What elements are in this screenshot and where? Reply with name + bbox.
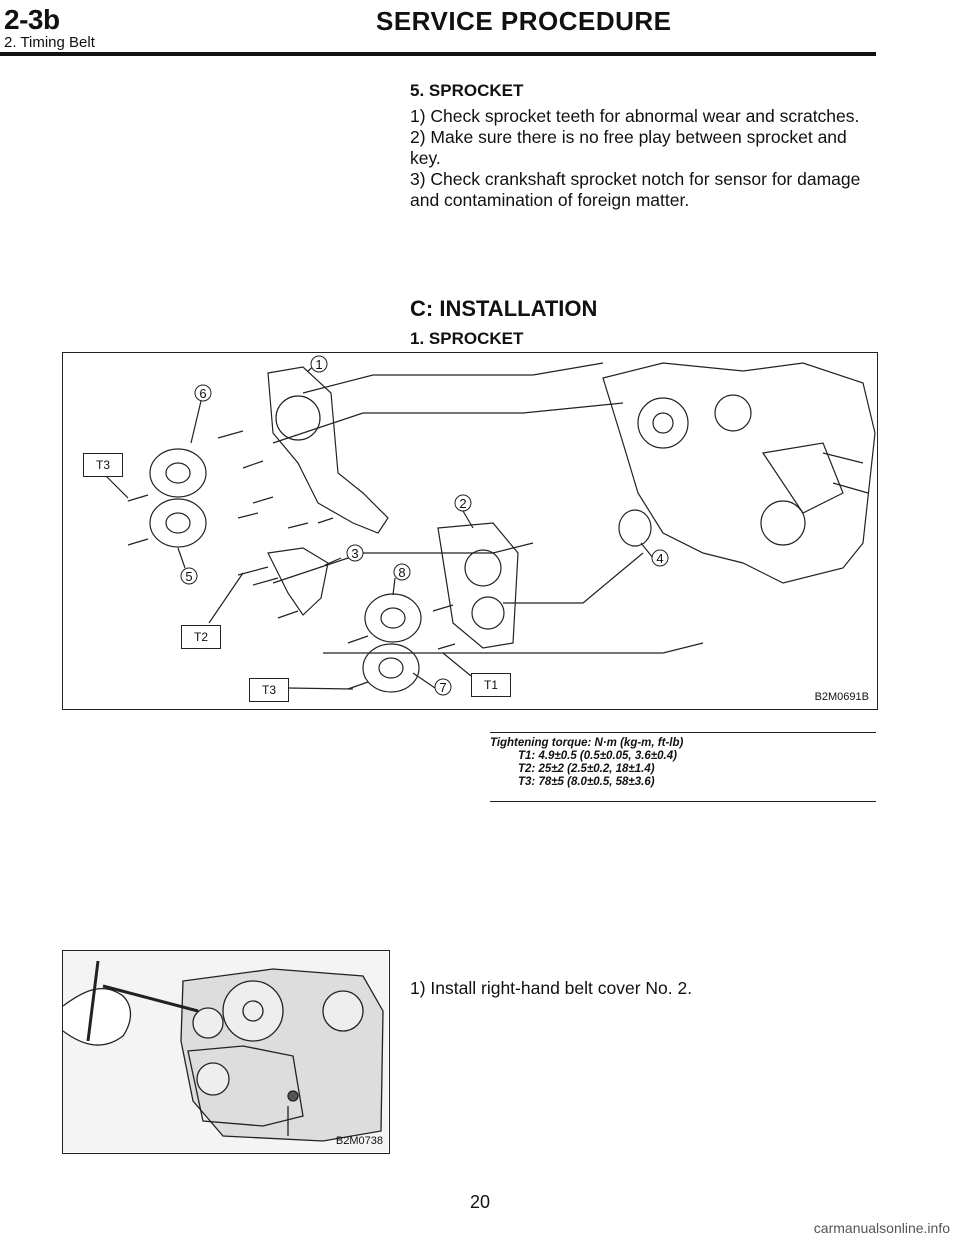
- svg-text:7: 7: [439, 680, 446, 695]
- callout-7: 7: [434, 678, 452, 696]
- callout-1: 1: [310, 355, 328, 373]
- installation-heading: C: INSTALLATION: [410, 296, 598, 321]
- sprocket-check-item: 3) Check crankshaft sprocket notch for s…: [410, 169, 861, 210]
- guide-line: [503, 552, 644, 604]
- exploded-view-figure: 1 2 3 4 5 6 7 8 T3 T2 T3 T1 B2M0691B: [62, 352, 878, 710]
- guide-line: [302, 362, 604, 394]
- engine-block-outline: [602, 362, 876, 584]
- callout-4: 4: [651, 549, 669, 567]
- engine-pulley: [637, 397, 689, 449]
- svg-text:6: 6: [199, 386, 206, 401]
- water-pump-pulley: [222, 980, 284, 1042]
- torque-specification: Tightening torque: N·m (kg-m, ft-lb) T1:…: [490, 732, 876, 802]
- torque-label-t3-lower: T3: [249, 678, 289, 702]
- install-step-1: 1) Install right-hand belt cover No. 2.: [410, 978, 693, 998]
- sprocket-check-heading: 5. SPROCKET: [410, 81, 524, 100]
- svg-text:1: 1: [315, 357, 322, 372]
- sprocket-check-item: 1) Check sprocket teeth for abnormal wea…: [410, 106, 860, 126]
- section-subtitle: 2. Timing Belt: [4, 34, 95, 51]
- exploded-view-drawing: 1 2 3 4 5 6 7 8: [102, 355, 876, 696]
- sprocket-check-item: 2) Make sure there is no free play betwe…: [410, 127, 847, 168]
- callout-8: 8: [393, 563, 411, 581]
- installation-subheading: 1. SPROCKET: [410, 329, 524, 348]
- torque-label-t3-upper: T3: [83, 453, 123, 477]
- torque-item-t1: T1: 4.9±0.5 (0.5±0.05, 3.6±0.4): [518, 750, 677, 762]
- section-code: 2-3b: [4, 4, 60, 35]
- belt-cover-photo-drawing: [62, 951, 388, 1152]
- callout-6: 6: [194, 384, 212, 402]
- torque-label-t2: T2: [181, 625, 221, 649]
- torque-item-t2: T2: 25±2 (2.5±0.2, 18±1.4): [518, 763, 655, 775]
- guide-line: [272, 402, 624, 444]
- belt-cover: [187, 1045, 304, 1127]
- page-title: SERVICE PROCEDURE: [376, 6, 672, 36]
- guide-line: [272, 542, 534, 584]
- callout-3: 3: [346, 544, 364, 562]
- torque-divider: [490, 801, 876, 802]
- crank-sprocket-4: [618, 509, 652, 547]
- figure-code: B2M0691B: [814, 691, 869, 703]
- svg-text:5: 5: [185, 569, 192, 584]
- callout-2: 2: [454, 494, 472, 512]
- torque-title: Tightening torque: N·m (kg-m, ft-lb): [490, 732, 876, 750]
- svg-text:2: 2: [459, 496, 466, 511]
- figure-code: B2M0738: [335, 1135, 383, 1147]
- timing-cover-1: [267, 366, 389, 534]
- torque-label-t1: T1: [471, 673, 511, 697]
- watermark: carmanualsonline.info: [813, 1220, 950, 1236]
- header-divider: [0, 52, 876, 56]
- belt-cover-2: [437, 522, 519, 649]
- hand: [62, 987, 132, 1046]
- page-number: 20: [469, 1192, 491, 1212]
- guide-line: [323, 642, 704, 654]
- svg-text:4: 4: [656, 551, 663, 566]
- svg-text:3: 3: [351, 546, 358, 561]
- callout-5: 5: [180, 567, 198, 585]
- wrench: [102, 984, 199, 1013]
- bracket-3: [267, 547, 329, 616]
- sprocket-7: [362, 643, 420, 693]
- sprocket-check-list: 1) Check sprocket teeth for abnormal wea…: [410, 106, 878, 211]
- sprocket-6: [149, 448, 207, 498]
- sprocket-5: [149, 498, 207, 548]
- torque-item-t3: T3: 78±5 (8.0±0.5, 58±3.6): [518, 776, 655, 788]
- sprocket-8: [364, 593, 422, 643]
- svg-text:8: 8: [398, 565, 405, 580]
- belt-cover-photo: B2M0738: [62, 950, 390, 1154]
